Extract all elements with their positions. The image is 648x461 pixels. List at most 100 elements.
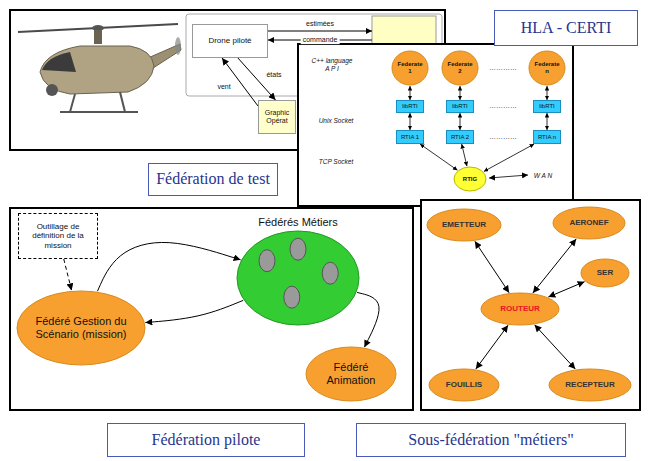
node-label: Fédération pilote	[112, 431, 301, 449]
connector-arrow	[410, 113, 411, 130]
label-group: libRTI	[537, 103, 557, 110]
connector-arrow	[145, 300, 243, 322]
annotation-label: C++ language	[312, 57, 353, 64]
node-label: RTIA 1	[400, 134, 420, 141]
annotation-label: …………	[489, 102, 517, 110]
panel-frame	[421, 200, 640, 410]
label-group: libRTI	[400, 103, 420, 110]
annotation-label: W A N	[534, 172, 552, 179]
label-group: Outillage de définition de la mission	[22, 222, 94, 250]
label-group: Fédéré Animation	[318, 361, 384, 386]
label-group: Drone piloté	[196, 36, 264, 45]
node-label: EMETTEUR	[437, 220, 492, 229]
sensor-ball	[46, 84, 58, 96]
label-group: Federate 1	[396, 61, 423, 75]
process-box: Graphic Opérat	[258, 100, 296, 134]
node-label: Graphic Opérat	[262, 109, 292, 125]
node-label: RECEPTEUR	[560, 380, 620, 389]
annotation-label: A P I	[325, 65, 339, 72]
node-label: Drone piloté	[196, 36, 264, 45]
label-group: FOUILLIS	[438, 380, 490, 389]
member-federate	[284, 286, 300, 308]
node-label: libRTI	[537, 103, 557, 110]
label-holder: A P I	[325, 65, 339, 72]
shape-outline	[236, 230, 360, 326]
node-label: Fédération de test	[153, 170, 274, 188]
node-label: Fédéré Gestion du Scénario (mission)	[34, 315, 128, 340]
annotation-label: estimées	[306, 20, 334, 28]
node-label: SER	[587, 268, 623, 277]
label-group: Fédérés Métiers	[236, 214, 360, 230]
member-federate	[259, 250, 275, 272]
node-label: ROUTEUR	[491, 304, 549, 313]
label-group: AERONEF	[562, 218, 615, 227]
ellipse-outline	[553, 207, 625, 239]
node-label: RTIA n	[537, 134, 557, 141]
federate-ellipse: RECEPTEUR	[548, 368, 632, 402]
label-holder: Unix Socket	[319, 117, 354, 124]
process-box: Drone piloté	[192, 24, 268, 58]
wan-link	[489, 175, 528, 178]
connector-arrow	[547, 113, 548, 130]
annotation-label: Unix Socket	[319, 117, 354, 124]
ellipse-outline	[17, 291, 145, 365]
skid	[60, 111, 138, 113]
label-group: RTIG	[458, 176, 482, 183]
label-holder: C++ language	[312, 57, 353, 64]
node-label: Fédéré Animation	[318, 361, 384, 386]
skid-strut	[120, 92, 125, 112]
library-box: libRTI	[396, 100, 424, 113]
connector-arrow	[460, 86, 461, 100]
label-holder: …………	[489, 64, 517, 72]
rtia-box: RTIA 2	[446, 130, 474, 144]
label-group: Sous-fédération "métiers"	[361, 431, 622, 449]
ellipse-outline	[442, 51, 478, 85]
node-label: libRTI	[450, 103, 470, 110]
label-group: EMETTEUR	[437, 220, 492, 229]
federate-ellipse: Fédéré Gestion du Scénario (mission)	[16, 290, 146, 366]
router-ellipse: ROUTEUR	[480, 292, 560, 326]
label-group: Federate n	[533, 61, 560, 75]
label-holder: états	[265, 71, 282, 78]
ellipse-outline	[237, 231, 359, 325]
node-label: Federate 1	[396, 61, 423, 75]
federate-circle: Federate 1	[391, 50, 429, 86]
federate-ellipse: EMETTEUR	[426, 208, 502, 242]
node-label: AERONEF	[562, 218, 615, 227]
label-holder: …………	[489, 133, 517, 141]
tool-box: Outillage de définition de la mission	[18, 213, 98, 259]
label-holder: W A N	[534, 172, 552, 179]
title-box: HLA - CERTI	[494, 10, 638, 46]
label-group: RECEPTEUR	[560, 380, 620, 389]
federate-ellipse: AERONEF	[552, 206, 626, 240]
annotation-label: commande	[301, 36, 340, 44]
node-label: Federate 2	[446, 61, 473, 75]
caption-box: Fédération de test	[148, 163, 278, 196]
ellipse-outline	[306, 347, 396, 401]
label-group: Federate 2	[446, 61, 473, 75]
node-label: RTIG	[458, 176, 482, 183]
connector-arrow	[420, 144, 457, 170]
rtia-box: RTIA n	[533, 130, 561, 144]
ellipse-outline	[392, 51, 428, 85]
edge-label: vent	[216, 83, 231, 90]
rtia-box: RTIA 1	[396, 130, 424, 144]
node-label: HLA - CERTI	[499, 19, 634, 37]
label-holder: …………	[489, 102, 517, 110]
panel-frame	[298, 44, 573, 206]
node-label: FOUILLIS	[438, 380, 490, 389]
library-box: libRTI	[533, 100, 561, 113]
label-group: Fédération pilote	[112, 431, 301, 449]
annotation-label: …………	[489, 133, 517, 141]
panel-frame	[10, 208, 413, 410]
connector-arrow	[238, 58, 276, 100]
caption-box: Sous-fédération "métiers"	[356, 423, 626, 457]
node-label: libRTI	[400, 103, 420, 110]
ellipse-outline	[454, 167, 486, 191]
ellipse-outline	[427, 209, 501, 241]
node-label: Fédérés Métiers	[236, 214, 360, 230]
label-group: RTIA n	[537, 134, 557, 141]
label-holder: estimées	[306, 20, 334, 28]
connector-arrow	[460, 113, 461, 130]
label-group: libRTI	[450, 103, 470, 110]
